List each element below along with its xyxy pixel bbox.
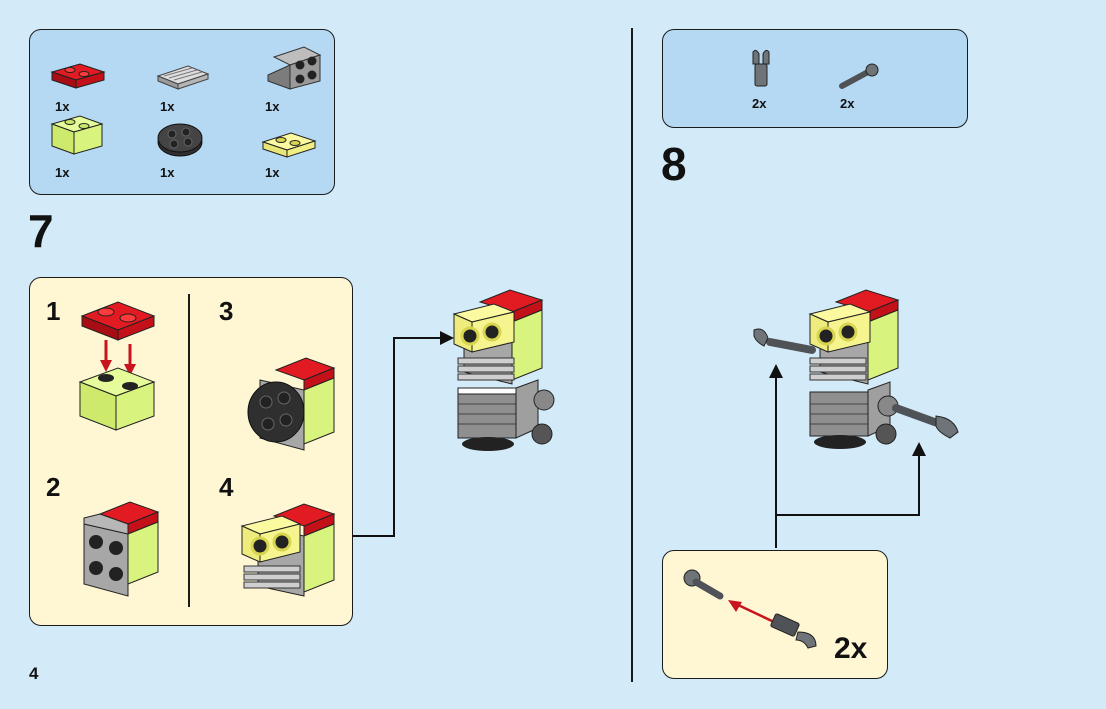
- bracket-icon: [267, 46, 322, 90]
- step8-parts-box: [662, 29, 968, 128]
- subassembly-qty: 2x: [834, 632, 868, 665]
- part-qty: 2x: [840, 96, 855, 111]
- substep-number: 2: [46, 472, 61, 502]
- substep-number: 4: [219, 472, 234, 502]
- substep4-illustration: [240, 503, 336, 597]
- step8-result-model: [753, 289, 959, 449]
- page-divider: [631, 28, 633, 682]
- step-number: 8: [661, 138, 687, 190]
- substep-divider: [188, 294, 190, 607]
- bar-with-ball-icon: [839, 63, 879, 89]
- part-qty: 1x: [160, 165, 175, 180]
- substep-number: 1: [46, 296, 61, 326]
- part-qty: 1x: [160, 99, 175, 114]
- step-number: 7: [28, 205, 54, 257]
- red-plate-icon: [50, 63, 106, 89]
- substep2-illustration: [83, 501, 160, 597]
- grille-tile-icon: [156, 65, 210, 90]
- lime-brick-icon: [50, 115, 104, 155]
- part-qty: 2x: [752, 96, 767, 111]
- part-qty: 1x: [55, 165, 70, 180]
- part-qty: 1x: [265, 99, 280, 114]
- round-plate-icon: [157, 123, 203, 157]
- page-number: 4: [29, 664, 39, 683]
- step7-result-model: [452, 289, 555, 451]
- substep1-illustration: [78, 301, 156, 431]
- substep-number: 3: [219, 296, 234, 326]
- clip-icon: [752, 49, 770, 87]
- part-qty: 1x: [55, 99, 70, 114]
- part-qty: 1x: [265, 165, 280, 180]
- substep3-illustration: [247, 357, 336, 451]
- substep-illustration: [683, 569, 817, 649]
- yellow-plate-icon: [261, 132, 317, 158]
